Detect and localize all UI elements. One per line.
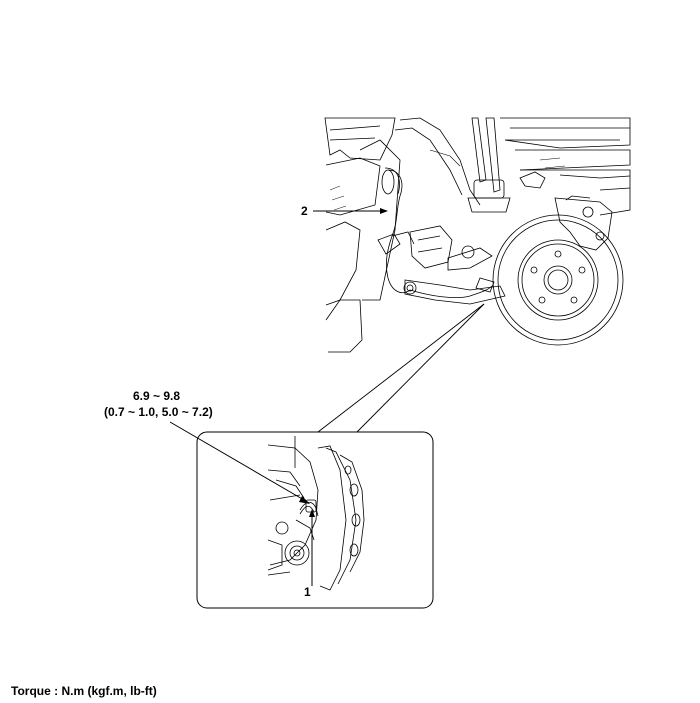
- callout-1-label: 1: [304, 585, 311, 599]
- detail-connector-lines: [317, 303, 485, 433]
- callout-2-label: 2: [301, 204, 308, 218]
- detail-inset: [169, 421, 434, 609]
- torque-units-legend: Torque : N.m (kgf.m, lb-ft): [11, 684, 157, 698]
- torque-value-alt-units: (0.7 ~ 1.0, 5.0 ~ 7.2): [104, 405, 213, 419]
- torque-value: 6.9 ~ 9.8: [133, 389, 181, 403]
- main-illustration: [324, 117, 631, 353]
- callout-2-leader: [313, 208, 388, 214]
